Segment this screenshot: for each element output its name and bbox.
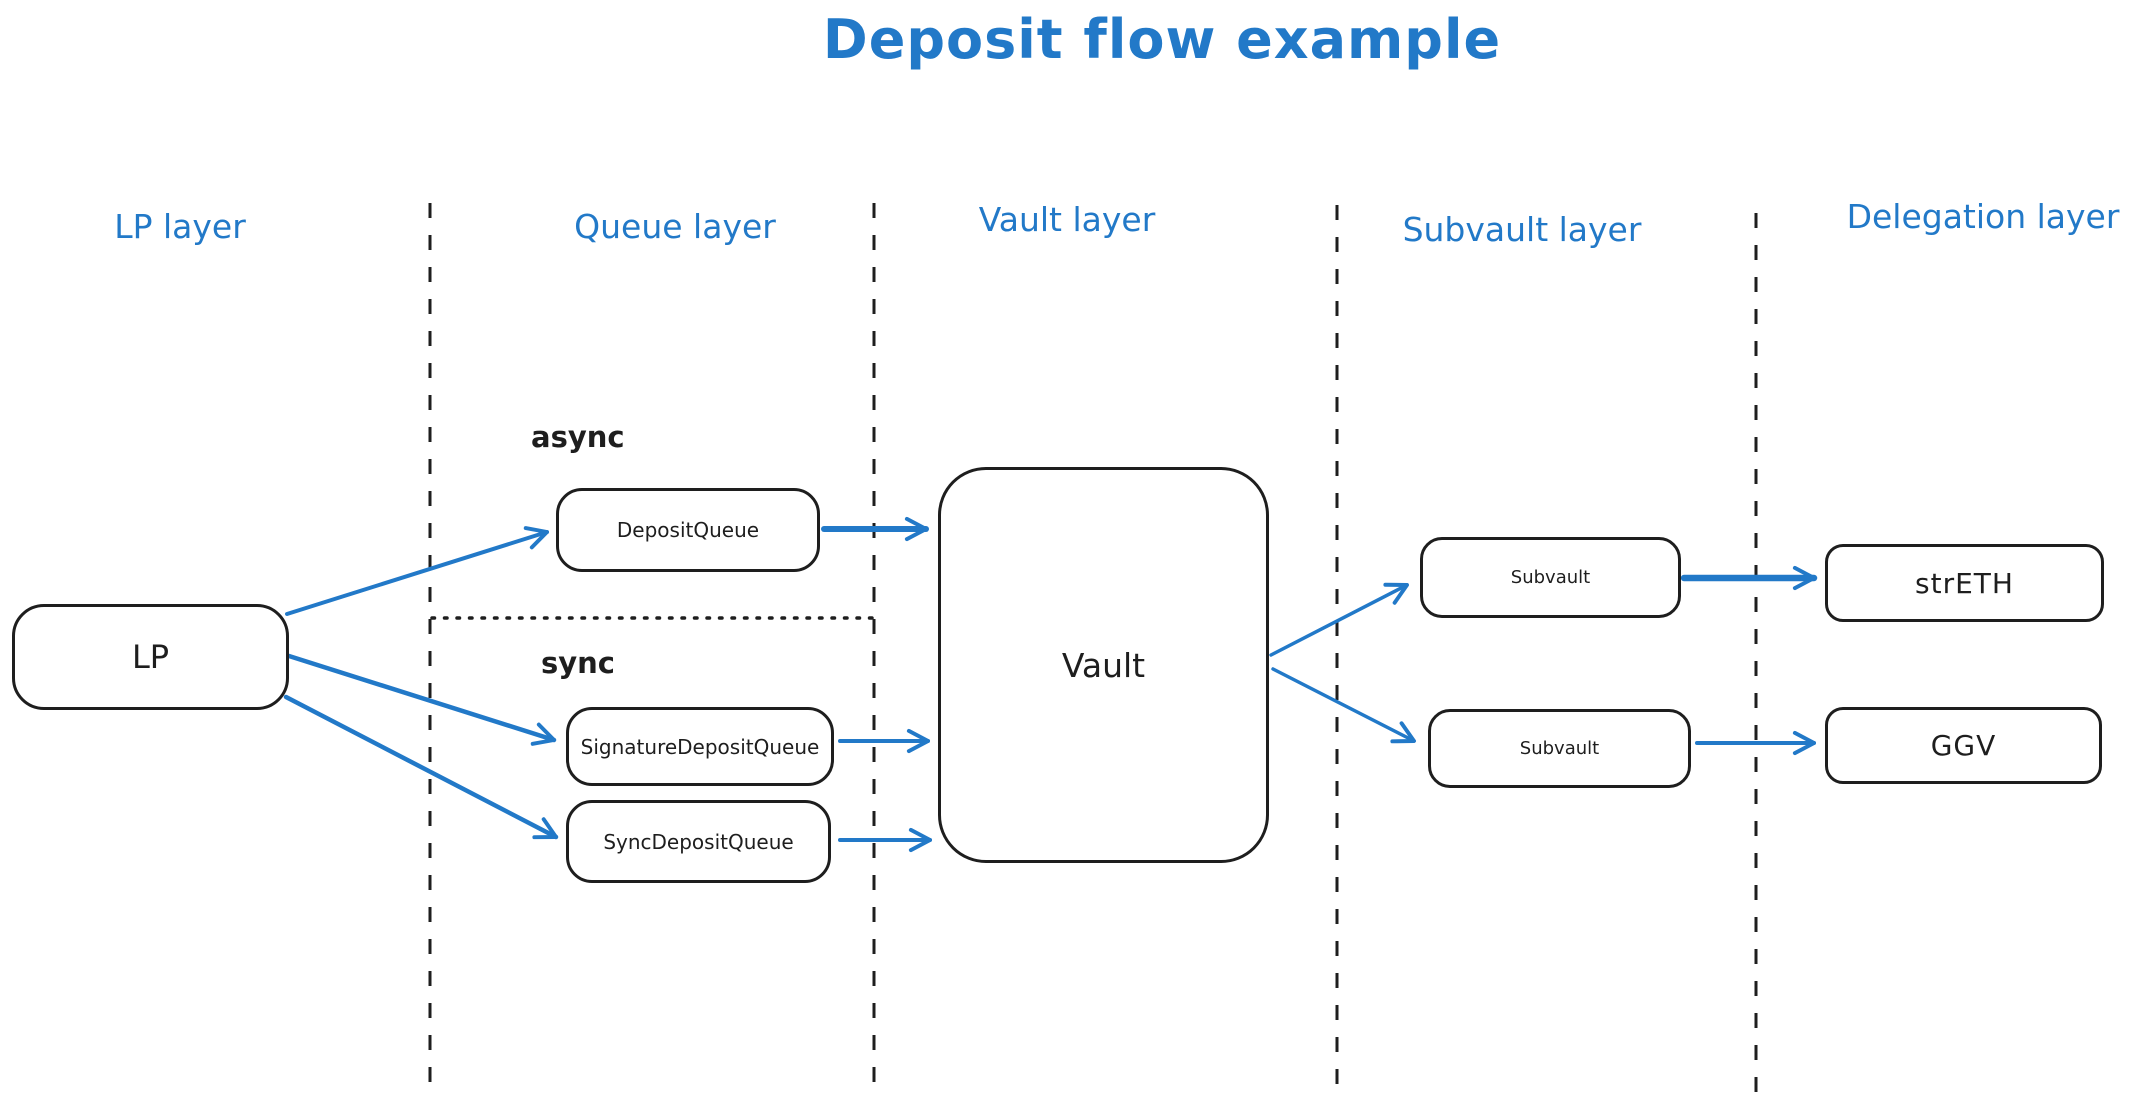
group-label-sync: sync [541, 646, 616, 680]
edge-vault-to-subvault-top [1269, 582, 1409, 657]
diagram-title: Deposit flow example [822, 8, 1502, 71]
node-lp-label: LP [131, 638, 170, 676]
layer-label-lp: LP layer [114, 207, 246, 246]
node-subvault-bottom: Subvault [1428, 709, 1691, 788]
node-streth-label: strETH [1915, 566, 2014, 600]
edge-lp-to-signaturedepositqueue [286, 653, 557, 746]
node-sync-deposit-queue: SyncDepositQueue [566, 800, 831, 883]
edge-lp-to-syncdepositqueue [283, 694, 559, 840]
node-streth: strETH [1825, 544, 2104, 622]
node-vault-label: Vault [1061, 645, 1146, 685]
edge-lp-to-depositqueue [285, 526, 549, 616]
edge-vault-to-subvault-bottom [1271, 667, 1416, 744]
layer-label-vault: Vault layer [978, 200, 1156, 239]
node-deposit-queue: DepositQueue [556, 488, 820, 572]
layer-label-subvault: Subvault layer [1402, 210, 1642, 249]
node-signature-deposit-queue-label: SignatureDepositQueue [580, 734, 820, 759]
node-signature-deposit-queue: SignatureDepositQueue [566, 707, 834, 786]
node-ggv: GGV [1825, 707, 2102, 784]
node-lp: LP [12, 604, 289, 710]
node-ggv-label: GGV [1930, 729, 1997, 762]
group-label-async: async [531, 420, 625, 454]
node-subvault-top-label: Subvault [1510, 567, 1591, 588]
node-sync-deposit-queue-label: SyncDepositQueue [603, 829, 794, 854]
layer-label-delegation: Delegation layer [1846, 197, 2120, 236]
node-vault: Vault [938, 467, 1269, 863]
node-subvault-top: Subvault [1420, 537, 1681, 618]
node-deposit-queue-label: DepositQueue [616, 518, 760, 542]
layer-label-queue: Queue layer [574, 207, 776, 246]
node-subvault-bottom-label: Subvault [1519, 738, 1600, 759]
